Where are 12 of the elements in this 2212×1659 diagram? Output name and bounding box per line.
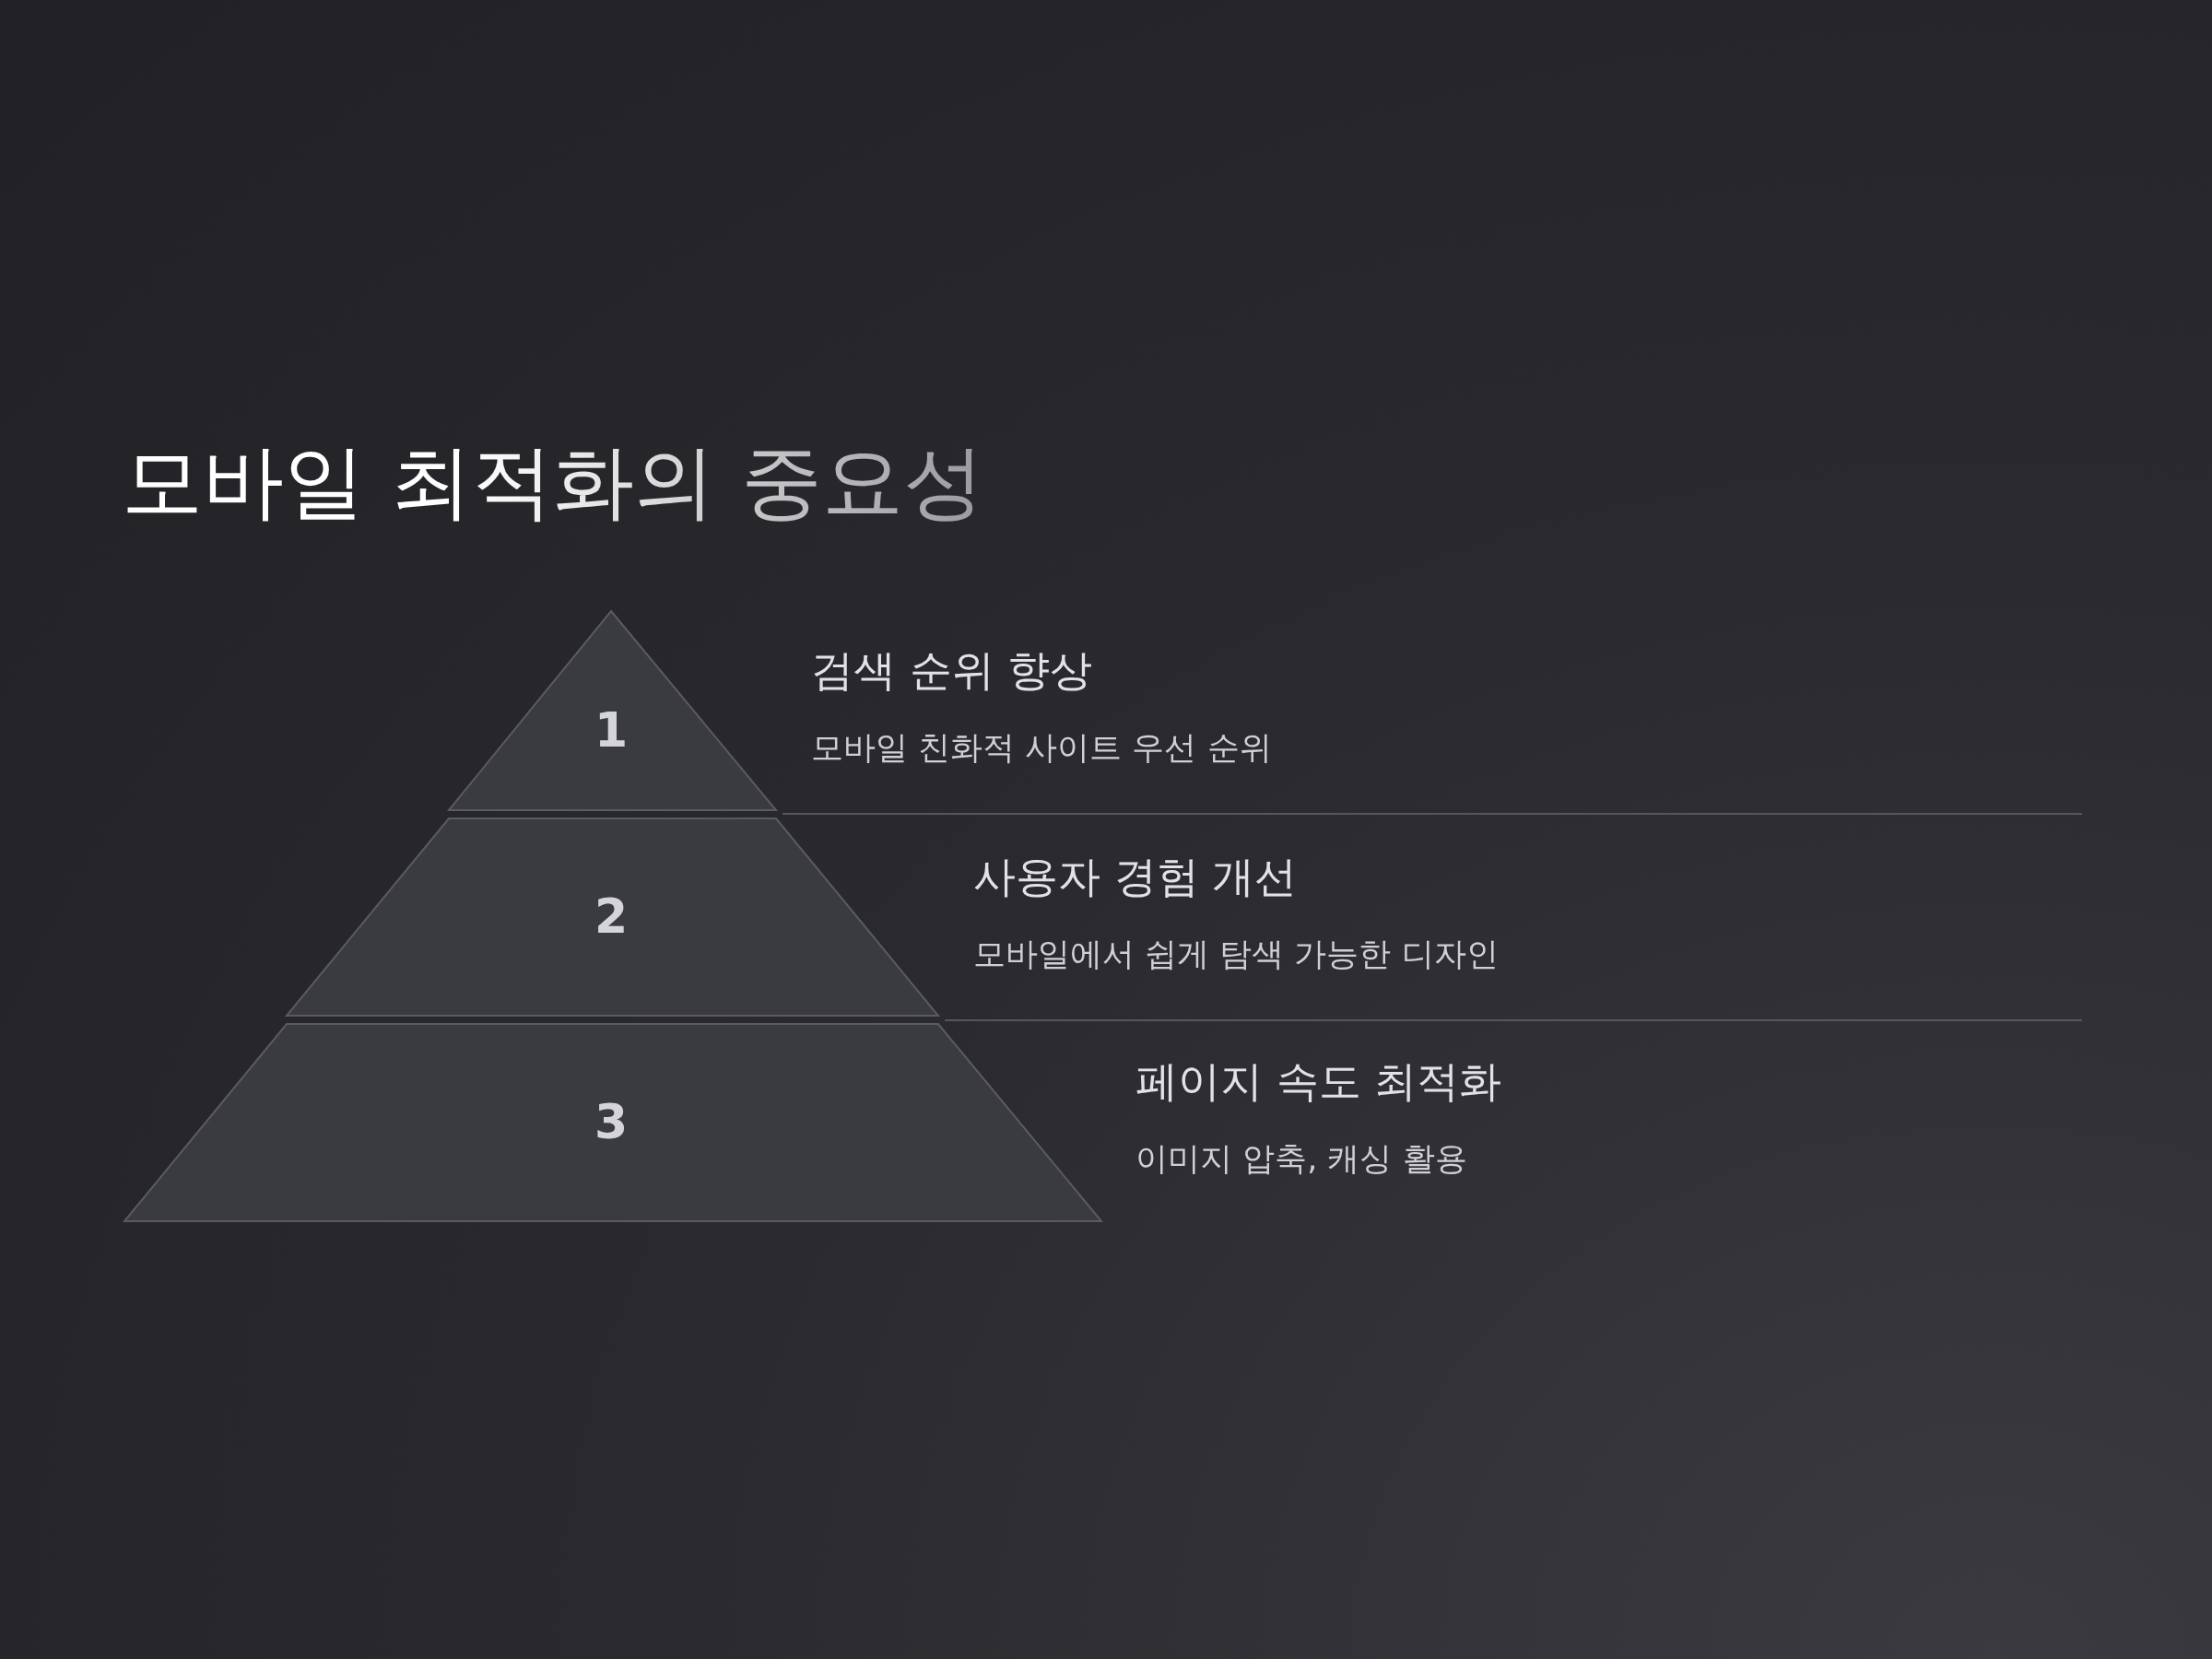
tier-description: 모바일 친화적 사이트 우선 순위	[811, 728, 1272, 767]
pyramid-tier	[449, 611, 776, 810]
tier-number: 2	[594, 890, 629, 944]
pyramid-tier	[124, 1024, 1101, 1221]
tier-number: 1	[594, 704, 629, 758]
tier-heading: 사용자 경험 개선	[973, 852, 1298, 903]
tier-description: 모바일에서 쉽게 탐색 가능한 디자인	[973, 935, 1499, 973]
tier-heading: 검색 순위 향상	[811, 645, 1093, 697]
pyramid-tier	[287, 818, 938, 1016]
tier-number: 3	[594, 1096, 629, 1149]
tier-description: 이미지 압축, 캐싱 활용	[1135, 1139, 1467, 1178]
tier-heading: 페이지 속도 최적화	[1135, 1056, 1502, 1108]
